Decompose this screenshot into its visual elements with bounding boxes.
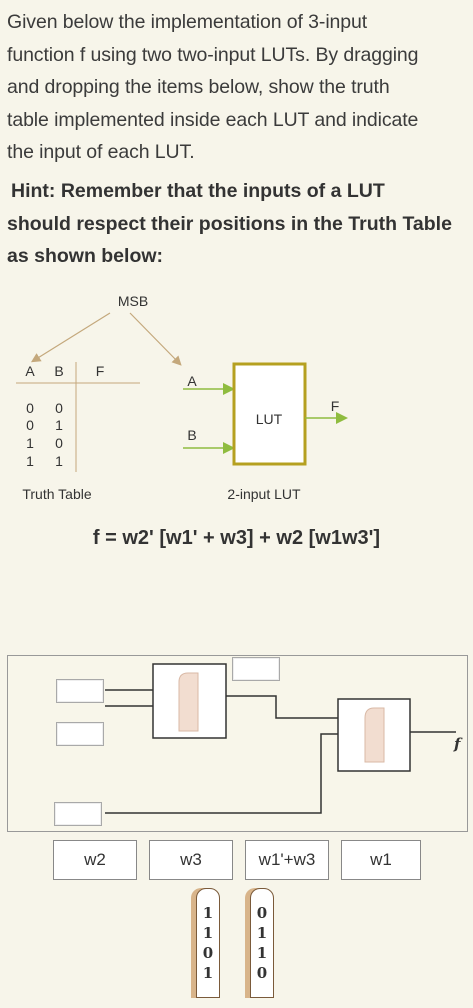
lut-2-input-b-slot[interactable]: [54, 802, 102, 826]
question-line: the input of each LUT.: [7, 141, 195, 163]
tt-header-b: B: [54, 363, 63, 379]
question-line: table implemented inside each LUT and in…: [7, 108, 419, 131]
msb-arrow-lut: [129, 312, 182, 366]
truth-bit: 0: [202, 944, 214, 962]
circuit-wires: f: [105, 663, 463, 814]
drag-item-w1[interactable]: w1: [341, 840, 421, 880]
lut-1-input-b-slot[interactable]: [56, 722, 104, 746]
circuit-panel: f: [7, 655, 468, 832]
lut-1-truth-table-dropzone[interactable]: [178, 672, 199, 732]
truth-table-caption: Truth Table: [22, 486, 91, 502]
truth-bit: 1: [202, 904, 214, 922]
lut-2-truth-table-dropzone[interactable]: [364, 707, 385, 763]
tt-cell: 0: [26, 417, 34, 433]
question-line: and dropping the items below, show the t…: [7, 76, 390, 98]
tt-cell: 1: [55, 417, 63, 433]
question-line: Given below the implementation of 3-inpu…: [7, 11, 368, 33]
msb-arrow-truth-table: [30, 312, 111, 363]
lut-output-label: F: [331, 398, 340, 414]
hint-text: Hint: Remember that the inputs of a LUT …: [7, 175, 469, 273]
wire: [105, 733, 338, 814]
hint-line: as shown below:: [7, 245, 164, 267]
truth-bit: 1: [256, 924, 268, 942]
drag-item-w2[interactable]: w2: [53, 840, 137, 880]
lut-explanation-diagram: MSB A B F 0 0 0 1 1 0 1 1 Truth Table A …: [16, 293, 348, 502]
msb-label: MSB: [118, 293, 148, 309]
lut-input-b-label: B: [187, 427, 196, 443]
function-formula: f = w2' [w1' + w3] + w2 [w1w3']: [92, 527, 381, 549]
tt-cell: 1: [55, 453, 63, 469]
tt-cell: 1: [26, 435, 34, 451]
truth-bit: 1: [202, 964, 214, 982]
truth-bit: 0: [256, 964, 268, 982]
question-text: Given below the implementation of 3-inpu…: [7, 6, 469, 169]
truth-bit: 1: [202, 924, 214, 942]
drag-truth-table-card[interactable]: 0 1 1 0: [250, 888, 274, 998]
tt-cell: 0: [26, 400, 34, 416]
lut-caption: 2-input LUT: [227, 486, 301, 502]
lut-1-input-a-slot[interactable]: [56, 679, 104, 703]
lut-input-a-label: A: [187, 373, 197, 389]
tt-header-f: F: [96, 363, 105, 379]
drag-item-w1-not-or-w3[interactable]: w1'+w3: [245, 840, 329, 880]
lut-2-input-a-slot[interactable]: [232, 657, 280, 681]
tt-cell: 1: [26, 453, 34, 469]
lut-block-label: LUT: [256, 411, 283, 427]
wire: [226, 695, 338, 719]
drag-item-w3[interactable]: w3: [149, 840, 233, 880]
tt-cell: 0: [55, 435, 63, 451]
hint-line: should respect their positions in the Tr…: [7, 212, 452, 235]
tt-cell: 0: [55, 400, 63, 416]
lut-block: [232, 362, 307, 466]
truth-bit: 0: [256, 904, 268, 922]
drag-truth-table-card[interactable]: 1 1 0 1: [196, 888, 220, 998]
tt-header-a: A: [25, 363, 35, 379]
truth-bit: 1: [256, 944, 268, 962]
hint-line: Hint: Remember that the inputs of a LUT: [11, 180, 385, 202]
question-line: function f using two two-input LUTs. By …: [7, 43, 419, 66]
output-f-label: f: [453, 735, 463, 753]
